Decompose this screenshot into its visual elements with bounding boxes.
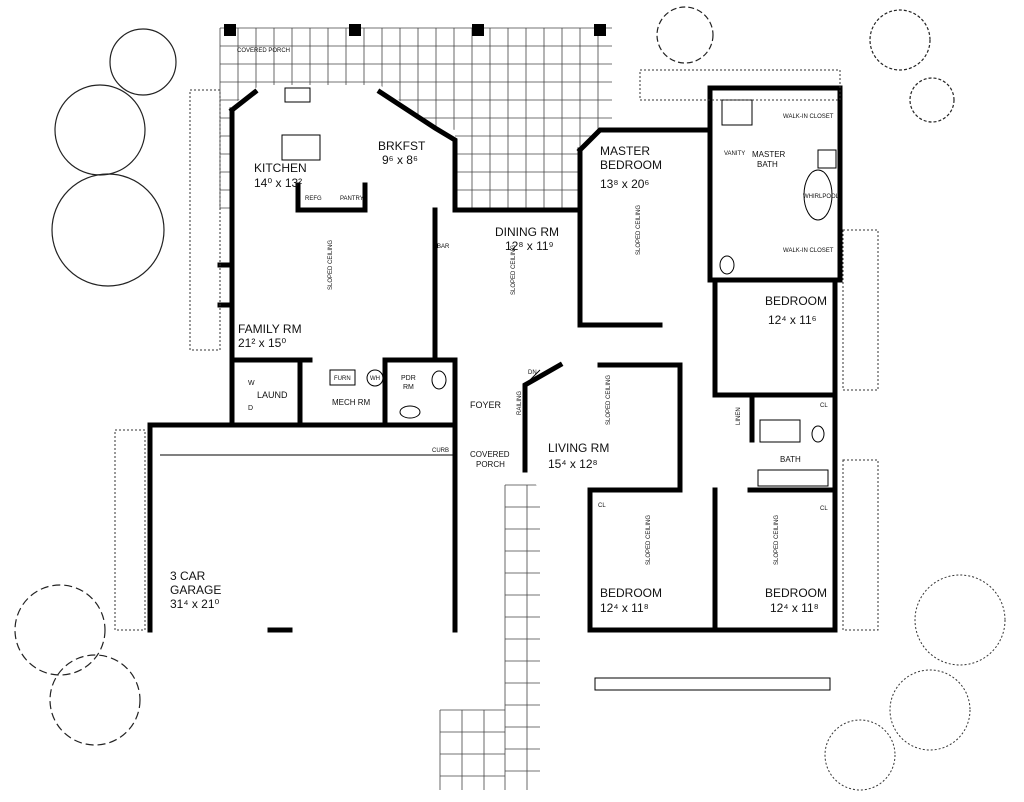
size-bedroom-1: 12⁴ x 11⁶	[768, 313, 817, 327]
whirlpool-tub-icon	[803, 169, 833, 221]
palm-icon	[656, 6, 714, 64]
label-linen: LINEN	[736, 407, 742, 425]
label-bath: BATH	[780, 455, 801, 464]
tree-icon	[109, 28, 177, 96]
tree-icon	[54, 84, 146, 176]
label-master-bath: MASTER	[752, 150, 786, 159]
label-bedroom-2: BEDROOM	[600, 586, 662, 600]
label-washer: W	[248, 380, 255, 387]
label-vanity: VANITY	[724, 151, 745, 157]
label-whirlpool: WHIRLPOOL	[803, 194, 840, 200]
label-bedroom-3: BEDROOM	[765, 586, 827, 600]
size-master-bedroom: 13⁸ x 20⁶	[600, 177, 649, 191]
label-walk-in-closet-2: WALK-IN CLOSET	[783, 248, 834, 254]
label-dryer: D	[248, 405, 253, 412]
label-curb: CURB	[432, 448, 449, 454]
label-cl-2: CL	[820, 506, 828, 512]
label-furn: FURN	[334, 376, 351, 382]
label-family: FAMILY RM	[238, 322, 302, 336]
label-mech-rm: MECH RM	[332, 398, 371, 407]
label-kitchen: KITCHEN	[254, 161, 307, 175]
size-kitchen: 14⁰ x 13²	[254, 176, 302, 190]
label-sloped-ceiling-master: SLOPED CEILING	[636, 205, 642, 255]
walls	[147, 85, 843, 633]
label-living: LIVING RM	[548, 441, 609, 455]
label-walk-in-closet-1: WALK-IN CLOSET	[783, 114, 834, 120]
label-sloped-ceiling-family: SLOPED CEILING	[328, 240, 334, 290]
front-walkway-grid	[439, 484, 540, 790]
hedge-icon	[189, 89, 221, 351]
size-living: 15⁴ x 12⁸	[548, 457, 598, 471]
shrub-icon	[889, 669, 971, 751]
shrub-icon	[914, 574, 1006, 666]
label-sloped-ceiling-bedroom-3: SLOPED CEILING	[774, 515, 780, 565]
sink-icon	[399, 405, 421, 419]
label-sloped-ceiling-bedroom-2: SLOPED CEILING	[646, 515, 652, 565]
furnace-icon	[329, 369, 356, 386]
palm-icon	[49, 654, 141, 746]
label-laund: LAUND	[257, 390, 288, 400]
label-dining: DINING RM	[495, 225, 559, 239]
label-master-bedroom-2: BEDROOM	[600, 158, 662, 172]
shrub-icon	[824, 719, 896, 791]
label-bedroom-1: BEDROOM	[765, 294, 827, 308]
house-interior	[232, 85, 835, 630]
stair-icon	[817, 149, 837, 169]
label-railing: RAILING	[517, 391, 523, 415]
size-bedroom-3: 12⁴ x 11⁸	[770, 601, 819, 615]
porch-column	[594, 24, 606, 36]
label-dn: DN	[528, 370, 537, 376]
label-covered-porch-front-2: PORCH	[476, 460, 505, 469]
landscaping	[14, 6, 1006, 791]
bath-vanity-icon	[757, 469, 829, 487]
label-bar: BAR	[437, 244, 450, 250]
porch-column	[349, 24, 361, 36]
palm-icon	[14, 584, 106, 676]
low-wall	[594, 677, 831, 691]
label-garage: 3 CAR	[170, 569, 206, 583]
size-dining: 12⁸ x 11⁹	[505, 239, 554, 253]
fixtures	[160, 87, 837, 487]
size-bedroom-2: 12⁴ x 11⁸	[600, 601, 649, 615]
hedge-icon	[639, 69, 841, 101]
label-pantry: PANTRY	[340, 196, 364, 202]
label-cl-1: CL	[820, 403, 828, 409]
label-cl-3: CL	[598, 503, 606, 509]
label-brkfst: BRKFST	[378, 139, 426, 153]
toilet-icon	[719, 255, 735, 275]
label-sloped-ceiling-living: SLOPED CEILING	[606, 375, 612, 425]
label-pdr-2: RM	[403, 384, 414, 391]
label-wh: WH	[370, 376, 380, 382]
label-master-bedroom: MASTER	[600, 144, 650, 158]
room-labels: COVERED PORCH KITCHEN 14⁰ x 13² BRKFST 9…	[170, 48, 840, 615]
label-refg: REFG	[305, 196, 322, 202]
tree-icon	[869, 9, 931, 71]
porch-column	[224, 24, 236, 36]
label-garage-2: GARAGE	[170, 583, 221, 597]
label-covered-porch-rear: COVERED PORCH	[237, 48, 290, 54]
toilet-icon	[431, 370, 447, 390]
label-sloped-ceiling-dining: SLOPED CEILING	[511, 245, 517, 295]
size-brkfst: 9⁶ x 8⁶	[382, 153, 418, 167]
shower-icon	[721, 99, 753, 126]
size-garage: 31⁴ x 21⁰	[170, 597, 220, 611]
bathtub-icon	[759, 419, 801, 443]
hedge-icon	[842, 229, 879, 391]
toilet-icon	[811, 425, 825, 443]
sink-icon	[284, 87, 311, 103]
label-master-bath-2: BATH	[757, 160, 778, 169]
label-pdr: PDR	[401, 375, 416, 382]
label-foyer: FOYER	[470, 400, 502, 410]
porch-column	[472, 24, 484, 36]
water-heater-icon	[366, 369, 384, 387]
tree-icon	[909, 77, 955, 123]
hedge-icon	[842, 459, 879, 631]
label-covered-porch-front: COVERED	[470, 450, 510, 459]
size-family: 21² x 15⁰	[238, 336, 286, 350]
hedge-icon	[114, 429, 146, 631]
kitchen-island	[281, 134, 321, 161]
tree-icon	[51, 173, 165, 287]
